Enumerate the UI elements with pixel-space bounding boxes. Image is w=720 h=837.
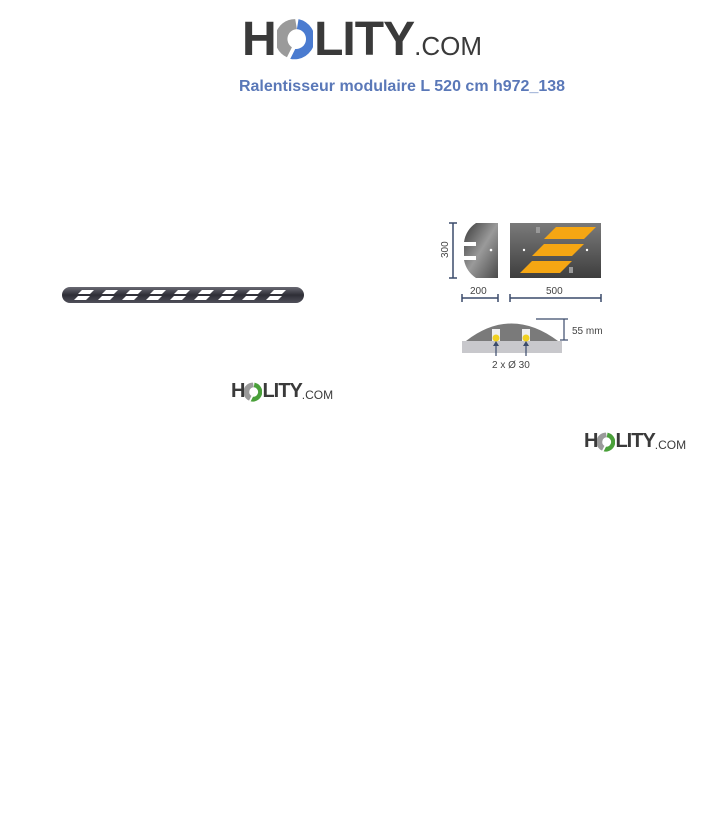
logo-ring-icon [597, 432, 616, 452]
height-dimension-line [449, 222, 457, 279]
page-title: Ralentisseur modulaire L 520 cm h972_138 [238, 78, 566, 95]
technical-diagram: 300 200 500 55 mm 2 x Ø 30 [440, 222, 603, 371]
holity-logo[interactable]: H LITY .COM [242, 10, 482, 68]
watermark-logo: H LITY .COM [231, 380, 334, 402]
logo-letter-h: H [242, 12, 277, 66]
profile-height-label: 55 mm [572, 326, 603, 337]
product-image [62, 287, 304, 303]
logo-ring-icon [276, 19, 314, 60]
logo-letters: LITY [314, 12, 415, 66]
height-label: 300 [440, 241, 451, 258]
end-width-label: 200 [470, 286, 487, 297]
module-width-label: 500 [546, 286, 563, 297]
holes-label: 2 x Ø 30 [492, 360, 530, 371]
logo-ring-icon [244, 382, 263, 402]
profile-section [466, 323, 558, 341]
logo-domain: .COM [414, 30, 482, 61]
end-piece [464, 223, 498, 278]
watermark-logo: H LITY .COM [584, 430, 687, 452]
